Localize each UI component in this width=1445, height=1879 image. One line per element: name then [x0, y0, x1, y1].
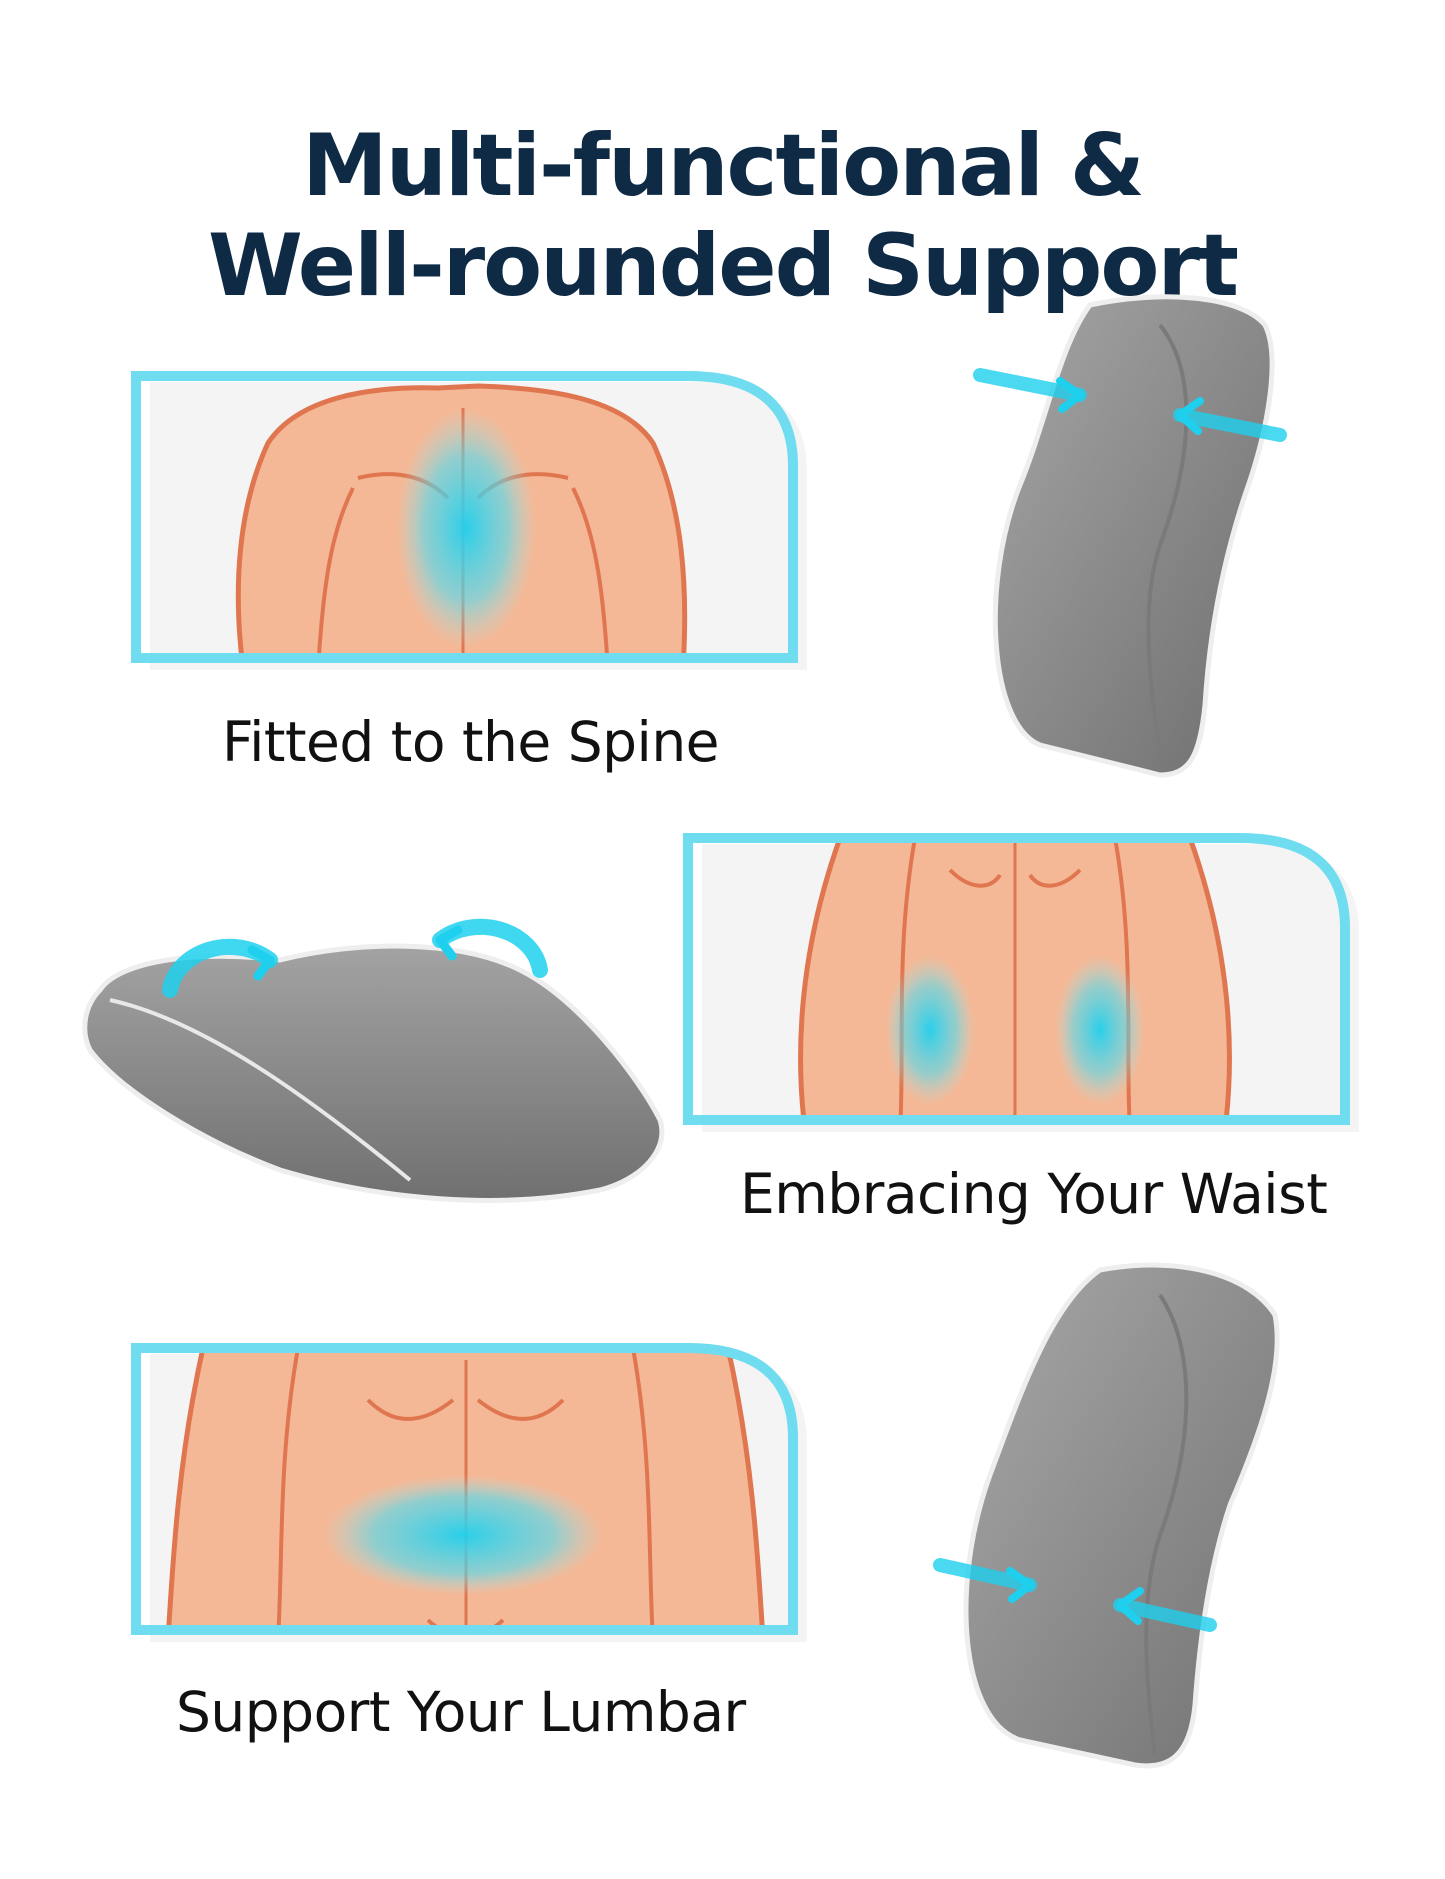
spine-caption: Fitted to the Spine [222, 710, 720, 774]
back-cushion-side-image [960, 285, 1300, 785]
title-line-2: Well-rounded Support [208, 215, 1239, 316]
waist-caption: Embracing Your Waist [740, 1162, 1328, 1226]
spine-illustration [128, 368, 818, 686]
page-title: Multi-functional & Well-rounded Support [0, 116, 1445, 316]
waist-illustration [680, 830, 1370, 1148]
title-line-1: Multi-functional & [302, 115, 1145, 216]
cushion-flat-image [80, 880, 680, 1240]
lumbar-caption: Support Your Lumbar [176, 1680, 746, 1744]
lumbar-illustration [128, 1340, 818, 1658]
back-cushion-front-image [920, 1255, 1280, 1775]
